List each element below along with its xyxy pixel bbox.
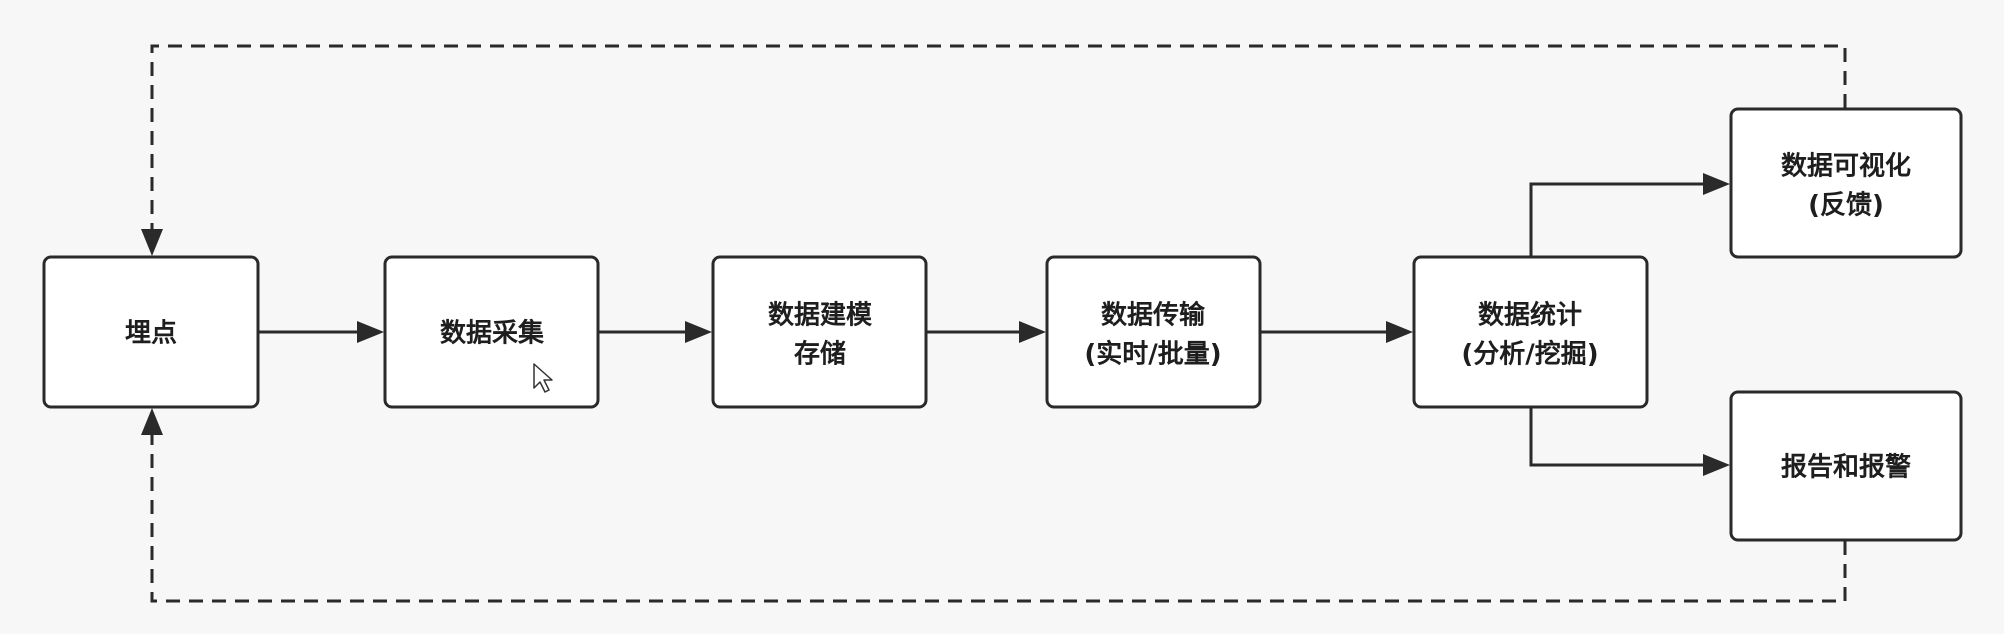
node-caiji-line-1: 数据采集 (440, 318, 545, 349)
node-keshihua-line-2: (反馈) (1808, 191, 1884, 221)
node-keshihua-line-1: 数据可视化 (1781, 152, 1911, 182)
edge-keshihua-to-maidian-arrow-icon (141, 229, 163, 256)
edge-baogao-to-maidian (150, 432, 1847, 603)
edge-tongji-to-baogao (1529, 406, 1708, 467)
node-baogao: 报告和报警 (1729, 390, 1963, 542)
mouse-pointer-icon (533, 363, 553, 393)
node-tongji-line-1: 数据统计 (1478, 300, 1582, 331)
edge-chuanshu-to-tongji-arrow-icon (1386, 321, 1413, 343)
node-jianmo-line-1: 数据建模 (768, 301, 873, 331)
node-tongji: 数据统计 (分析/挖掘) (1412, 255, 1649, 409)
edge-baogao-to-maidian-arrow-icon (141, 408, 163, 435)
edge-tongji-to-baogao-arrow-icon (1703, 454, 1730, 476)
node-jianmo: 数据建模 存储 (711, 255, 928, 409)
node-chuanshu-line-1: 数据传输 (1101, 300, 1206, 331)
node-tongji-line-2: (分析/挖掘) (1461, 339, 1598, 370)
node-maidian: 埋点 (42, 255, 260, 409)
edge-jianmo-to-chuanshu-arrow-icon (1019, 321, 1046, 343)
node-chuanshu-line-2: (实时/批量) (1084, 339, 1221, 370)
edge-keshihua-to-maidian (150, 44, 1847, 232)
node-jianmo-line-2: 存储 (794, 339, 846, 370)
edge-tongji-to-keshihua-arrow-icon (1703, 173, 1730, 195)
node-maidian-line-1: 埋点 (125, 318, 177, 349)
edge-caiji-to-jianmo-arrow-icon (685, 321, 712, 343)
node-chuanshu: 数据传输 (实时/批量) (1045, 255, 1262, 409)
edge-maidian-to-caiji-arrow-icon (357, 321, 384, 343)
node-keshihua: 数据可视化 (反馈) (1729, 107, 1963, 259)
node-baogao-line-1: 报告和报警 (1781, 452, 1911, 483)
node-caiji: 数据采集 (383, 255, 600, 409)
edge-tongji-to-keshihua (1529, 182, 1708, 256)
